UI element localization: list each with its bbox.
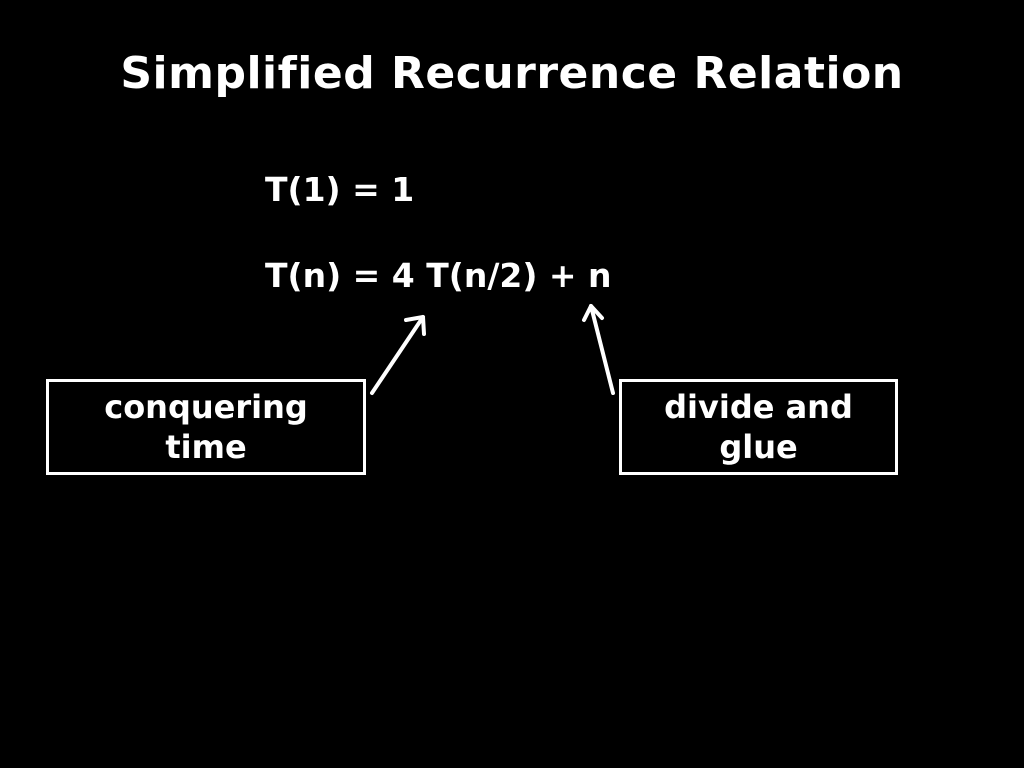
recurrence-equation: T(n) = 4 T(n/2) + n	[265, 256, 612, 295]
base-case-equation: T(1) = 1	[265, 170, 415, 209]
conquering-time-label: conquering time	[104, 388, 308, 466]
divide-and-glue-label: divide and glue	[664, 388, 853, 466]
divide-and-glue-box: divide and glue	[619, 379, 898, 475]
slide-title: Simplified Recurrence Relation	[120, 48, 904, 99]
divide-and-glue-arrow	[582, 304, 615, 395]
conquering-time-box: conquering time	[46, 379, 366, 475]
conquering-time-arrow	[370, 315, 426, 395]
